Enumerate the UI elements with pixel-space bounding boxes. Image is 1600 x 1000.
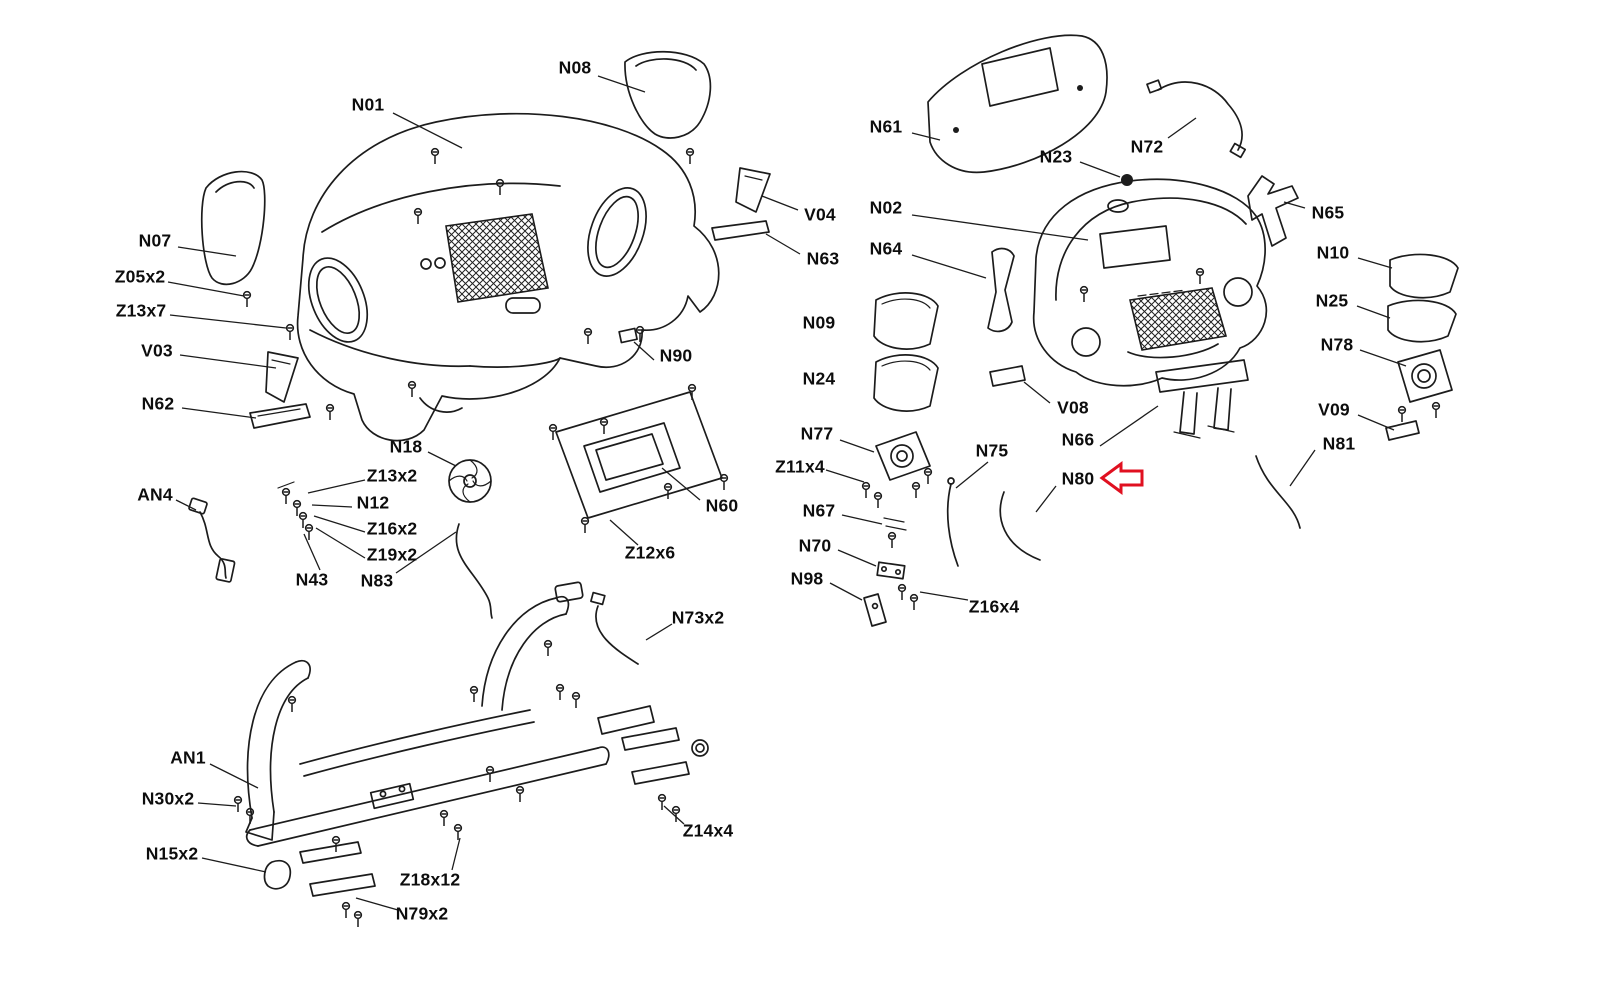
trim-v04 (736, 168, 770, 212)
clip-n90 (619, 328, 637, 342)
part-label-z18x12: Z18x12 (399, 869, 461, 890)
cable-n80 (1000, 492, 1040, 560)
pad-v08 (990, 366, 1025, 386)
part-label-n70: N70 (798, 535, 832, 556)
trim-n62 (250, 404, 310, 428)
trim-v03 (266, 352, 298, 402)
console-shell-n01 (297, 114, 718, 441)
part-label-n83: N83 (360, 570, 394, 591)
part-label-n23: N23 (1039, 146, 1073, 167)
part-label-n63: N63 (806, 248, 840, 269)
part-label-z11x4: Z11x4 (775, 456, 825, 477)
side-cap-n08 (625, 52, 710, 165)
screws-z16x4 (897, 583, 919, 611)
side-cap-n07 (202, 172, 295, 341)
leader-lines (168, 76, 1406, 910)
part-label-n65: N65 (1311, 202, 1345, 223)
frame-an1 (246, 582, 654, 846)
cable-an4 (189, 498, 235, 582)
part-label-z19x2: Z19x2 (366, 544, 418, 565)
part-label-n60: N60 (705, 495, 739, 516)
part-label-n10: N10 (1316, 242, 1350, 263)
plates-z14 (622, 728, 708, 823)
cable-n72 (1147, 80, 1245, 157)
bracket-n66 (1156, 360, 1248, 438)
part-label-z16x4: Z16x4 (968, 596, 1020, 617)
part-label-n66: N66 (1061, 429, 1095, 450)
part-label-n78: N78 (1320, 334, 1354, 355)
hardware-n67 (884, 518, 906, 549)
cable-n73 (591, 593, 638, 664)
part-label-n24: N24 (802, 368, 836, 389)
part-label-n01: N01 (351, 94, 385, 115)
part-label-n64: N64 (869, 238, 903, 259)
part-label-z12x6: Z12x6 (624, 542, 676, 563)
plate-n98 (864, 594, 886, 626)
part-label-n02: N02 (869, 197, 903, 218)
tray-n60 (548, 383, 729, 534)
part-label-z13x2: Z13x2 (366, 465, 418, 486)
part-label-n67: N67 (802, 500, 836, 521)
part-label-v04: V04 (804, 204, 836, 225)
shell-n25 (1388, 300, 1456, 341)
part-label-n98: N98 (790, 568, 824, 589)
part-label-n75: N75 (975, 440, 1009, 461)
part-label-z13x7: Z13x7 (115, 300, 167, 321)
part-label-n61: N61 (869, 116, 903, 137)
pad-v09 (1386, 421, 1419, 440)
cable-n83 (456, 524, 492, 618)
bracket-n70 (877, 562, 905, 578)
part-label-n30x2: N30x2 (141, 788, 195, 809)
plug-n23 (1121, 174, 1133, 186)
bracket-n78 (1398, 350, 1452, 423)
part-label-z05x2: Z05x2 (114, 266, 166, 287)
trim-n63 (712, 221, 769, 240)
part-label-n79x2: N79x2 (395, 903, 449, 924)
bracket-n64 (988, 249, 1014, 332)
part-label-v09: V09 (1318, 399, 1350, 420)
part-label-n90: N90 (659, 345, 693, 366)
part-label-n73x2: N73x2 (671, 607, 725, 628)
bottom-hardware (233, 795, 463, 928)
part-label-n25: N25 (1315, 290, 1349, 311)
shell-n09 (874, 293, 938, 349)
shell-n24 (874, 355, 938, 411)
part-label-n77: N77 (800, 423, 834, 444)
part-label-n18: N18 (389, 436, 423, 457)
bracket-n65 (1248, 176, 1298, 246)
part-label-v08: V08 (1057, 397, 1089, 418)
part-label-z16x2: Z16x2 (366, 518, 418, 539)
part-label-n09: N09 (802, 312, 836, 333)
part-label-n81: N81 (1322, 433, 1356, 454)
part-label-v03: V03 (141, 340, 173, 361)
part-label-n12: N12 (356, 492, 390, 513)
part-label-an4: AN4 (137, 484, 173, 505)
hardware-cluster-n43 (278, 482, 314, 541)
part-label-n08: N08 (558, 57, 592, 78)
cable-n75 (948, 478, 958, 566)
highlight-arrow-icon (1102, 464, 1142, 492)
part-label-n62: N62 (141, 393, 175, 414)
shell-n10 (1390, 254, 1458, 297)
part-label-n43: N43 (295, 569, 329, 590)
part-label-n80: N80 (1061, 468, 1095, 489)
console-shell-n02 (1034, 179, 1267, 385)
overlay-n61 (928, 35, 1107, 172)
part-label-an1: AN1 (170, 747, 206, 768)
fan-n18 (449, 460, 491, 502)
part-label-n15x2: N15x2 (145, 843, 199, 864)
cable-n81 (1256, 456, 1300, 528)
part-label-n07: N07 (138, 230, 172, 251)
part-label-z14x4: Z14x4 (682, 820, 734, 841)
bracket-n77 (861, 432, 933, 509)
part-label-n72: N72 (1130, 136, 1164, 157)
